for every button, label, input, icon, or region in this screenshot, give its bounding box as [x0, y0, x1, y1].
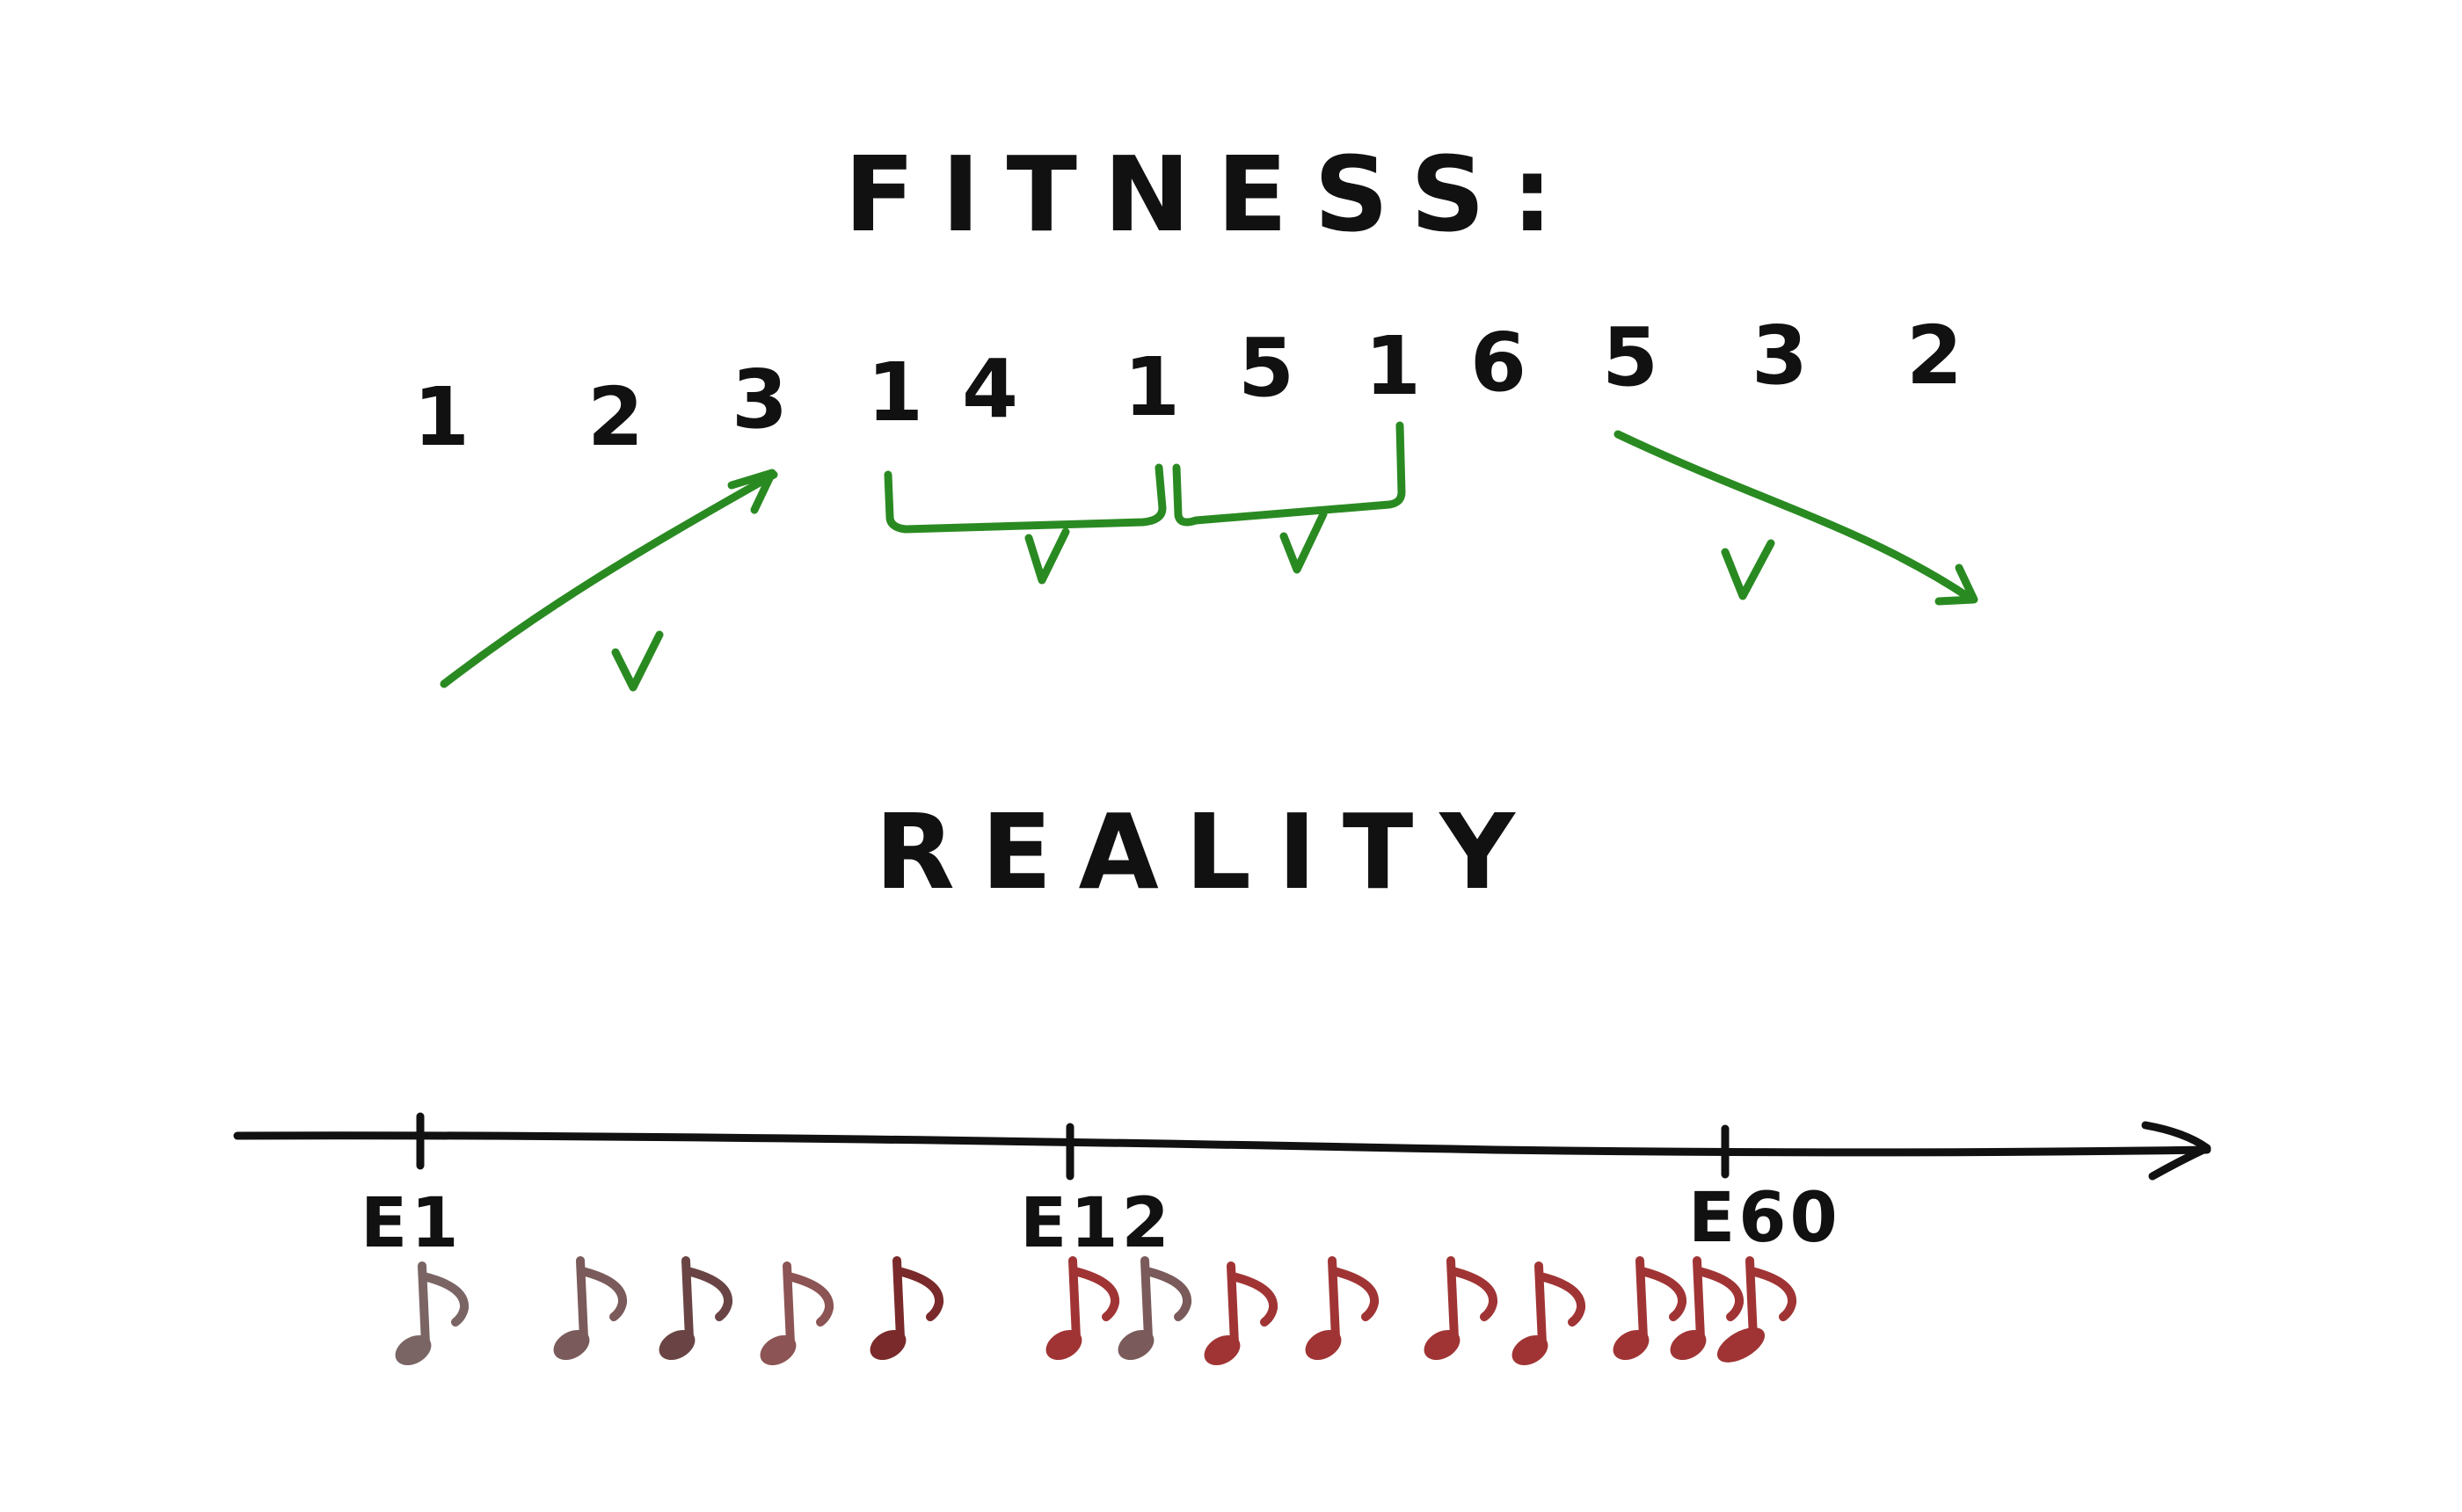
- timeline-axis: [233, 1121, 2211, 1181]
- fitness-value: 6: [1470, 316, 1526, 410]
- increasing-arrow: [440, 469, 778, 688]
- music-note-icon: [1424, 1256, 1498, 1361]
- tick-label-e60: E60: [1688, 1179, 1841, 1258]
- music-note-icon: [1204, 1261, 1278, 1366]
- bracket-1-4-1: [884, 463, 1167, 534]
- decreasing-arrow: [1613, 430, 1978, 606]
- music-note-icon: [395, 1261, 470, 1366]
- checkmark-icon: [611, 630, 664, 692]
- music-note-icon: [1670, 1256, 1745, 1361]
- fitness-value: 2: [1906, 309, 1963, 403]
- fitness-value: 1: [867, 345, 923, 440]
- music-note-icon: [1045, 1256, 1120, 1361]
- checkmark-icon: [1024, 527, 1070, 585]
- fitness-value: 1: [413, 370, 470, 464]
- fitness-value: 5: [1238, 321, 1294, 415]
- fitness-value: 1: [1124, 340, 1180, 434]
- tick-label-e1: E1: [361, 1184, 463, 1263]
- tick-label-e12: E12: [1020, 1184, 1173, 1263]
- music-note-icon: [1305, 1256, 1380, 1361]
- music-note-icon: [659, 1256, 733, 1361]
- fitness-value: 1: [1365, 319, 1421, 413]
- reality-title: REALITY: [875, 791, 1541, 912]
- music-note-icon: [760, 1261, 834, 1366]
- fitness-value: 2: [587, 370, 644, 464]
- fitness-value: 3: [732, 353, 788, 447]
- bracket-1-5-1: [1172, 421, 1406, 527]
- fitness-value: 3: [1752, 309, 1808, 403]
- checkmark-icon: [1279, 510, 1328, 574]
- fitness-value: 5: [1602, 310, 1658, 404]
- music-note-icon: [1118, 1256, 1192, 1361]
- music-note-icon: [870, 1256, 944, 1361]
- fitness-value: 4: [962, 342, 1018, 436]
- music-note-icon: [1511, 1261, 1586, 1366]
- music-note-icon: [553, 1256, 628, 1361]
- music-note-icon: [1716, 1256, 1797, 1363]
- music-notes-row: [395, 1256, 1797, 1366]
- music-note-icon: [1613, 1256, 1687, 1361]
- fitness-title: FITNESS:: [844, 134, 1579, 255]
- checkmark-icon: [1721, 539, 1775, 600]
